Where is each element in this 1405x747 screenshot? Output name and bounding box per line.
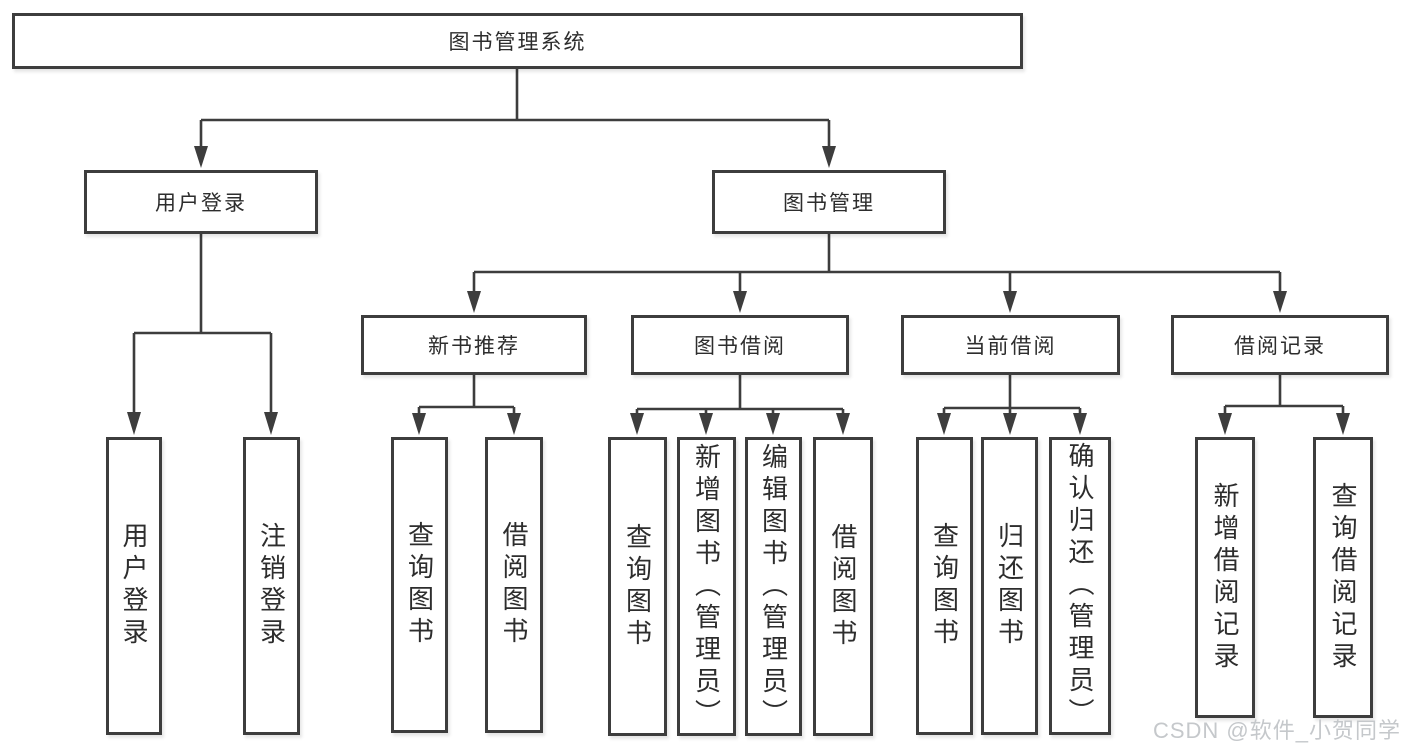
leaf-confirm-return-admin: 确认归还（管理员）: [1049, 437, 1111, 735]
node-root: 图书管理系统: [12, 13, 1023, 69]
leaf-newbook-query-books: 查询图书: [391, 437, 448, 733]
node-new-book-recommend: 新书推荐: [361, 315, 587, 375]
arrowhead-icon: [264, 412, 278, 435]
arrowhead-icon: [507, 413, 521, 435]
connector-management-to-level3: [467, 234, 1287, 313]
arrowhead-icon: [699, 413, 713, 435]
leaf-user-login: 用户登录: [106, 437, 162, 735]
arrowhead-icon: [1003, 291, 1017, 313]
leaf-logout-login: 注销登录: [243, 437, 300, 735]
arrowhead-icon: [937, 413, 951, 435]
connector-root-to-level2: [194, 69, 836, 168]
leaf-borrow-borrow-books: 借阅图书: [813, 437, 873, 736]
watermark: CSDN @软件_小贺同学: [1152, 718, 1401, 743]
arrowhead-icon: [766, 413, 780, 435]
connector-newbook-to-leaves: [412, 374, 521, 435]
arrowhead-icon: [733, 291, 747, 313]
connector-records-to-leaves: [1218, 374, 1350, 435]
arrowhead-icon: [836, 413, 850, 435]
node-borrowing-records: 借阅记录: [1171, 315, 1389, 375]
node-book-management: 图书管理: [712, 170, 946, 234]
leaf-return-books: 归还图书: [981, 437, 1038, 735]
arrowhead-icon: [127, 412, 141, 435]
arrowhead-icon: [194, 146, 208, 168]
arrowhead-icon: [412, 413, 426, 435]
node-book-borrowing: 图书借阅: [631, 315, 849, 375]
connector-current-to-leaves: [937, 374, 1087, 435]
arrowhead-icon: [1336, 413, 1350, 435]
arrowhead-icon: [630, 413, 644, 435]
leaf-add-borrow-record: 新增借阅记录: [1195, 437, 1255, 718]
arrowhead-icon: [1073, 413, 1087, 435]
connector-borrow-to-leaves: [630, 374, 850, 435]
arrowhead-icon: [1218, 413, 1232, 435]
leaf-add-books-admin: 新增图书（管理员）: [677, 437, 736, 736]
node-user-login: 用户登录: [84, 170, 318, 234]
arrowhead-icon: [467, 291, 481, 313]
arrowhead-icon: [1273, 291, 1287, 313]
leaf-newbook-borrow-books: 借阅图书: [485, 437, 543, 733]
leaf-query-borrow-record: 查询借阅记录: [1313, 437, 1373, 718]
leaf-current-query-books: 查询图书: [916, 437, 973, 735]
leaf-borrow-query-books: 查询图书: [608, 437, 667, 736]
arrowhead-icon: [1003, 413, 1017, 435]
connector-login-to-leaves: [127, 234, 278, 435]
node-current-borrowing: 当前借阅: [901, 315, 1120, 375]
leaf-edit-books-admin: 编辑图书（管理员）: [745, 437, 802, 736]
arrowhead-icon: [822, 146, 836, 168]
